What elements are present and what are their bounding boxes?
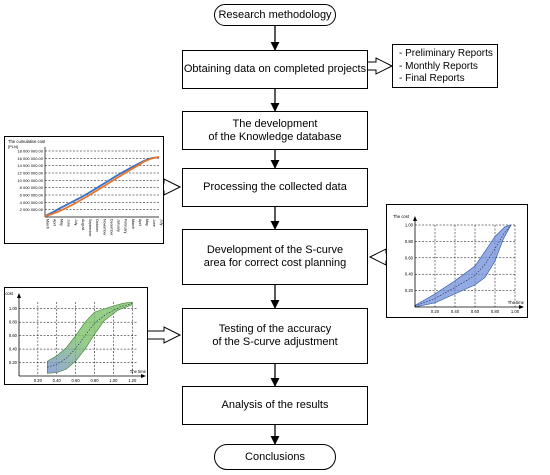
x-tick-label: April xyxy=(52,219,56,226)
y-tick-label: 0.20 xyxy=(9,360,18,365)
cumulative-cost-chart: The cumulative cost[PLN]18 000 000.00 16 … xyxy=(4,136,164,244)
reports-box: - Preliminary Reports - Monthly Reports … xyxy=(392,44,498,88)
y-tick-label: 0.60 xyxy=(405,255,414,260)
x-tick-label: 0.40 xyxy=(451,309,460,314)
x-tick-label: December xyxy=(109,219,113,236)
y-axis-arrowhead xyxy=(413,216,417,221)
x-tick-label: May xyxy=(145,219,149,226)
y-tick-label: 4 000 000.00 xyxy=(20,200,44,205)
cumulative-cost-chart-svg: The cumulative cost[PLN]18 000 000.00 16 … xyxy=(8,139,163,237)
x-tick-label: 0.60 xyxy=(471,309,480,314)
step-processing-data: Processing the collected data xyxy=(182,168,368,207)
x-tick-label: 0.60 xyxy=(72,378,81,383)
y-axis-label: [PLN] xyxy=(8,144,18,149)
x-tick-label: March xyxy=(45,219,49,229)
s-curve-area-chart: 0.20 0.40 0.60 0.80 1.00 0.20 0.40 0.60 0.80 1.00… xyxy=(386,204,528,318)
y-tick-label: 1.00 xyxy=(405,223,414,228)
y-tick-label: 1.00 xyxy=(9,306,18,311)
x-axis-label: The time xyxy=(130,369,147,374)
x-tick-label: 1.00 xyxy=(109,378,118,383)
y-axis-label: The cost xyxy=(393,214,410,219)
block-arrow-green-chart xyxy=(143,326,182,344)
x-axis-label: The time xyxy=(508,300,525,305)
x-tick-label: June xyxy=(152,219,156,227)
y-axis-label: The cost xyxy=(5,291,14,296)
x-tick-label: 0.40 xyxy=(53,378,62,383)
step-obtaining-data: Obtaining data on completed projects xyxy=(182,50,368,89)
x-tick-label: April xyxy=(138,219,142,226)
block-arrow-reports xyxy=(365,57,394,75)
x-tick-label: May xyxy=(60,219,64,226)
start-node: Research methodology xyxy=(214,4,336,26)
y-tick-label: 6 000 000.00 xyxy=(20,193,44,198)
report-item: - Monthly Reports xyxy=(399,60,478,72)
s-curve-test-chart-svg: 0.20 0.40 0.60 0.80 1.00 0.20 0.40 0.60 0.80 1.00… xyxy=(5,291,147,383)
step-knowledge-database: The development of the Knowledge databas… xyxy=(182,111,368,150)
x-tick-label: 1.20 xyxy=(128,378,137,383)
y-tick-label: 12 000 000.00 xyxy=(17,171,43,176)
x-tick-label: July xyxy=(74,219,78,226)
s-curve-test-chart: 0.20 0.40 0.60 0.80 1.00 0.20 0.40 0.60 0.80 1.00… xyxy=(4,287,148,385)
x-tick-label: November xyxy=(102,219,106,236)
s-curve-band xyxy=(47,301,133,374)
x-tick-label: March xyxy=(131,219,135,229)
x-tick-label: 1.00 xyxy=(511,309,520,314)
series-line xyxy=(44,155,160,218)
y-tick-label: 10 000 000.00 xyxy=(17,178,43,183)
x-tick-label: 0.20 xyxy=(431,309,440,314)
s-curve-area-chart-svg: 0.20 0.40 0.60 0.80 1.00 0.20 0.40 0.60 0.80 1.00… xyxy=(393,214,525,314)
x-tick-label: August xyxy=(81,219,85,230)
x-tick-label: 0.80 xyxy=(90,378,99,383)
y-tick-label: 0.80 xyxy=(9,320,18,325)
y-tick-label: 0.60 xyxy=(9,333,18,338)
x-tick-label: July xyxy=(159,219,163,226)
report-item: - Preliminary Reports xyxy=(399,48,493,59)
x-tick-label: October xyxy=(95,219,99,233)
chart-title: The cumulative cost xyxy=(8,139,46,144)
y-axis-arrowhead xyxy=(17,293,21,298)
y-tick-label: 8 000 000.00 xyxy=(20,185,44,190)
x-tick-label: June xyxy=(67,219,71,227)
y-tick-label: 0.40 xyxy=(9,347,18,352)
y-tick-label: 0.40 xyxy=(405,272,414,277)
report-item: - Final Reports xyxy=(399,73,465,84)
series-line xyxy=(44,156,160,217)
x-tick-label: September xyxy=(88,219,92,237)
y-tick-label: 0.80 xyxy=(405,239,414,244)
step-testing-accuracy: Testing of the accuracy of the S-curve a… xyxy=(182,308,368,364)
x-axis-arrowhead xyxy=(519,305,524,309)
x-tick-label: January xyxy=(117,219,121,232)
step-analysis-results: Analysis of the results xyxy=(182,386,368,425)
y-tick-label: 16 000 000.00 xyxy=(17,156,43,161)
x-tick-label: February xyxy=(124,219,128,234)
y-tick-label: 18 000 000.00 xyxy=(17,149,43,154)
step-s-curve-area: Development of the S-curve area for corr… xyxy=(182,229,368,285)
end-node: Conclusions xyxy=(214,444,336,470)
s-curve-midline xyxy=(414,224,512,307)
y-tick-label: 2 000 000.00 xyxy=(20,207,44,212)
y-tick-label: 0.20 xyxy=(405,288,414,293)
x-tick-label: 0.20 xyxy=(34,378,43,383)
y-tick-label: 14 000 000.00 xyxy=(17,163,43,168)
s-curve-band xyxy=(414,224,512,308)
x-tick-label: 0.80 xyxy=(491,309,500,314)
x-axis-arrowhead xyxy=(141,374,146,378)
